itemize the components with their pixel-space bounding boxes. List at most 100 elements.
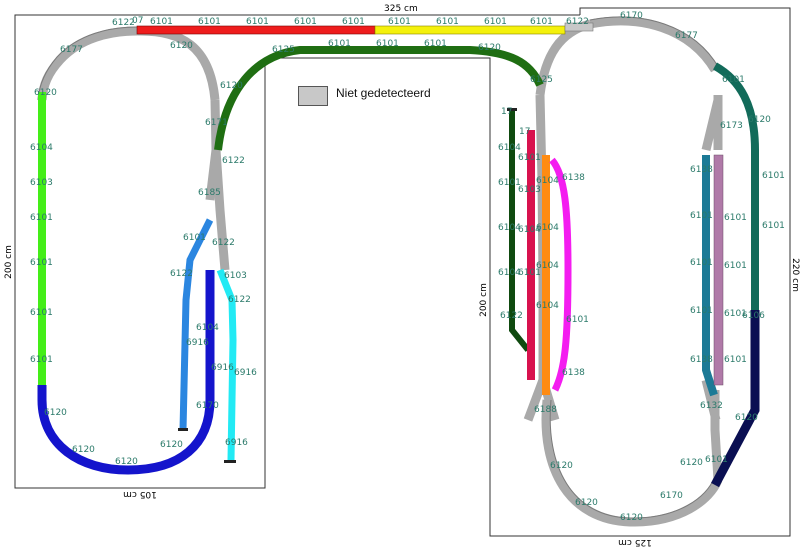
label-left-loop: 6104 — [30, 143, 53, 153]
label-left-inner: 6122 — [170, 269, 193, 279]
label-yard: 6125 — [530, 75, 553, 85]
track-left-mid-blue — [179, 218, 214, 431]
label-right-inner: 6101 — [724, 261, 747, 271]
label-left-inner: 6916 — [211, 363, 234, 373]
label-middle: 6101 — [424, 39, 447, 49]
label-yard: 6104 — [518, 225, 541, 235]
label-right-loop: 6106 — [742, 311, 765, 321]
label-right-loop: 6120 — [680, 458, 703, 468]
label-left-loop: 6101 — [30, 258, 53, 268]
label-right-loop: 6170 — [660, 491, 683, 501]
label-left-loop: 6120 — [34, 88, 57, 98]
label-yard: 6104 — [536, 301, 559, 311]
track-yard-magenta — [549, 157, 572, 392]
label-top: 6101 — [530, 17, 553, 27]
label-right-inner: 6101 — [724, 213, 747, 223]
label-left-inner: 6916 — [186, 338, 209, 348]
track-right-navy — [711, 310, 760, 488]
track-top-grey-end — [564, 22, 594, 32]
label-curve: 6170 — [620, 11, 643, 21]
dimension-right: 220 cm — [790, 258, 800, 292]
label-right-loop: 6120 — [575, 498, 598, 508]
label-middle: 6120 — [478, 43, 501, 53]
dimension-inner-right: 200 cm — [479, 283, 489, 317]
label-right-loop: 6101 — [705, 455, 728, 465]
label-left-inner: 6103 — [224, 271, 247, 281]
label-left-inner: 6916 — [225, 438, 248, 448]
buffer-left-2 — [224, 460, 236, 463]
dimension-bottom-left: 105 cm — [123, 489, 157, 499]
label-left-loop: 6103 — [30, 178, 53, 188]
track-yard-forest — [509, 110, 531, 352]
track-right-bottom-curve — [541, 399, 723, 527]
label-right-inner: 6138 — [690, 355, 713, 365]
label-left-inner: 6101 — [183, 233, 206, 243]
dimension-bottom-right: 125 cm — [618, 537, 652, 547]
baseboard-top — [265, 7, 791, 537]
label-left-inner: 6122 — [222, 156, 245, 166]
label-top: 6101 — [198, 17, 221, 27]
label-curve: 6120 — [170, 41, 193, 51]
label-yard: 6138 — [562, 173, 585, 183]
label-left-inner: 6122 — [228, 295, 251, 305]
track-right-teal — [702, 155, 718, 397]
label-left-inner: 6120 — [220, 81, 243, 91]
label-curve: 6177 — [60, 45, 83, 55]
label-left-loop: 6120 — [44, 408, 67, 418]
label-top: 6101 — [436, 17, 459, 27]
label-right-inner: 6101 — [690, 306, 713, 316]
track-left-top-curve — [37, 26, 138, 101]
label-right-loop: 6101 — [762, 171, 785, 181]
label-left-loop: 6101 — [30, 355, 53, 365]
track-right-top-curve — [589, 16, 719, 73]
buffer-yard-1 — [507, 108, 517, 111]
baseboard-left — [14, 14, 580, 489]
label-right-inner: 6132 — [700, 401, 723, 411]
label-left-loop: 6120 — [72, 445, 95, 455]
label-yard: 6104 — [498, 223, 521, 233]
label-left-loop: 6101 — [30, 308, 53, 318]
label-yard: 6104 — [498, 268, 521, 278]
track-left-blue — [37, 270, 215, 475]
label-left-inner: 6104 — [196, 323, 219, 333]
label-right-inner: 6101 — [690, 258, 713, 268]
track-middle-dark-green — [214, 46, 544, 151]
label-top: 6101 — [246, 17, 269, 27]
label-yard: 6120 — [550, 461, 573, 471]
label-top: 6122 — [566, 17, 589, 27]
label-middle: 6101 — [328, 39, 351, 49]
label-yard: 6188 — [534, 405, 557, 415]
track-left-cyan — [216, 268, 237, 461]
track-junction-b — [211, 149, 230, 271]
label-left-loop: 6101 — [30, 213, 53, 223]
track-top-red — [136, 25, 376, 35]
label-right-loop: 6120 — [735, 413, 758, 423]
label-right-inner: 6101 — [724, 355, 747, 365]
label-left-inner: 6170 — [196, 401, 219, 411]
dimension-top: 325 cm — [384, 4, 418, 14]
label-left-inner: 6122 — [212, 238, 235, 248]
label-yard: 6101 — [498, 178, 521, 188]
label-yard: 6122 — [500, 311, 523, 321]
label-curve: 6177 — [675, 31, 698, 41]
label-left-inner: 6185 — [198, 188, 221, 198]
label-top: 6101 — [150, 17, 173, 27]
track-right-sea — [712, 62, 759, 310]
label-yard: 17 — [519, 127, 530, 137]
label-top: 6101 — [342, 17, 365, 27]
label-right-inner: 6101 — [690, 211, 713, 221]
label-left-loop: 6120 — [115, 457, 138, 467]
label-middle: 6125 — [272, 45, 295, 55]
track-yard-crimson — [527, 130, 535, 380]
track-top-yellow — [374, 25, 566, 35]
label-right-loop: 6120 — [748, 115, 771, 125]
label-right-loop: 6120 — [620, 513, 643, 523]
label-yard: 6104 — [498, 143, 521, 153]
label-left-inner: 6171 — [205, 118, 228, 128]
label-right-inner: 6101 — [724, 309, 747, 319]
label-top: 6122 — [112, 18, 135, 28]
label-yard: 6103 — [518, 185, 541, 195]
label-yard: 6104 — [536, 176, 559, 186]
legend-label: Niet gedetecteerd — [336, 86, 431, 100]
